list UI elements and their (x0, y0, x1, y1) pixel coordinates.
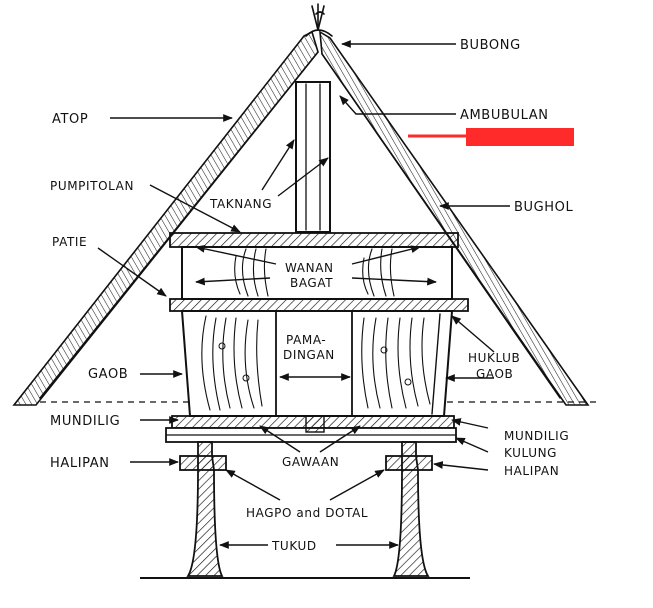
label-bagat: BAGAT (290, 276, 333, 290)
label-halipan-right: HALIPAN (504, 464, 559, 478)
label-kulung: KULUNG (504, 446, 557, 460)
label-atop: ATOP (52, 112, 88, 127)
label-mundilig-left: MUNDILIG (50, 414, 120, 429)
label-pamadingan-1: PAMA- (286, 333, 326, 347)
labels: BUBONG ATOP AMBUBULAN PUMPITOLAN TAKNANG… (50, 38, 574, 553)
attic-frame (169, 232, 469, 312)
label-pamadingan-2: DINGAN (283, 348, 335, 362)
label-hagpo-dotal: HAGPO and DOTAL (246, 506, 368, 520)
main-room (180, 310, 454, 417)
highlight-marker (408, 128, 574, 146)
label-halipan-left: HALIPAN (50, 456, 110, 471)
posts (140, 441, 470, 579)
label-taknang: TAKNANG (209, 197, 272, 211)
label-mundilig-right: MUNDILIG (504, 429, 569, 443)
roof-thatch-right (319, 30, 590, 406)
label-gawaan: GAWAAN (282, 455, 339, 469)
label-pumpitolan: PUMPITOLAN (50, 179, 134, 193)
roof-thatch-left (12, 30, 319, 406)
ridge-tuft (305, 3, 333, 37)
label-bughol: BUGHOL (514, 200, 574, 215)
tukud-left (186, 441, 224, 577)
tukud-right (392, 441, 430, 577)
label-huklub: HUKLUB (468, 351, 520, 365)
label-tukud: TUKUD (271, 539, 317, 553)
leader-lines (97, 40, 510, 549)
roof (12, 3, 600, 406)
floor-structure (165, 415, 457, 443)
label-bubong: BUBONG (460, 38, 521, 53)
label-gaob: GAOB (88, 367, 128, 382)
label-patie: PATIE (52, 235, 87, 249)
taknang-post (295, 81, 331, 233)
label-huklub-gaob: GAOB (476, 367, 513, 381)
label-ambubulan: AMBUBULAN (460, 108, 549, 123)
label-wanan: WANAN (285, 261, 334, 275)
